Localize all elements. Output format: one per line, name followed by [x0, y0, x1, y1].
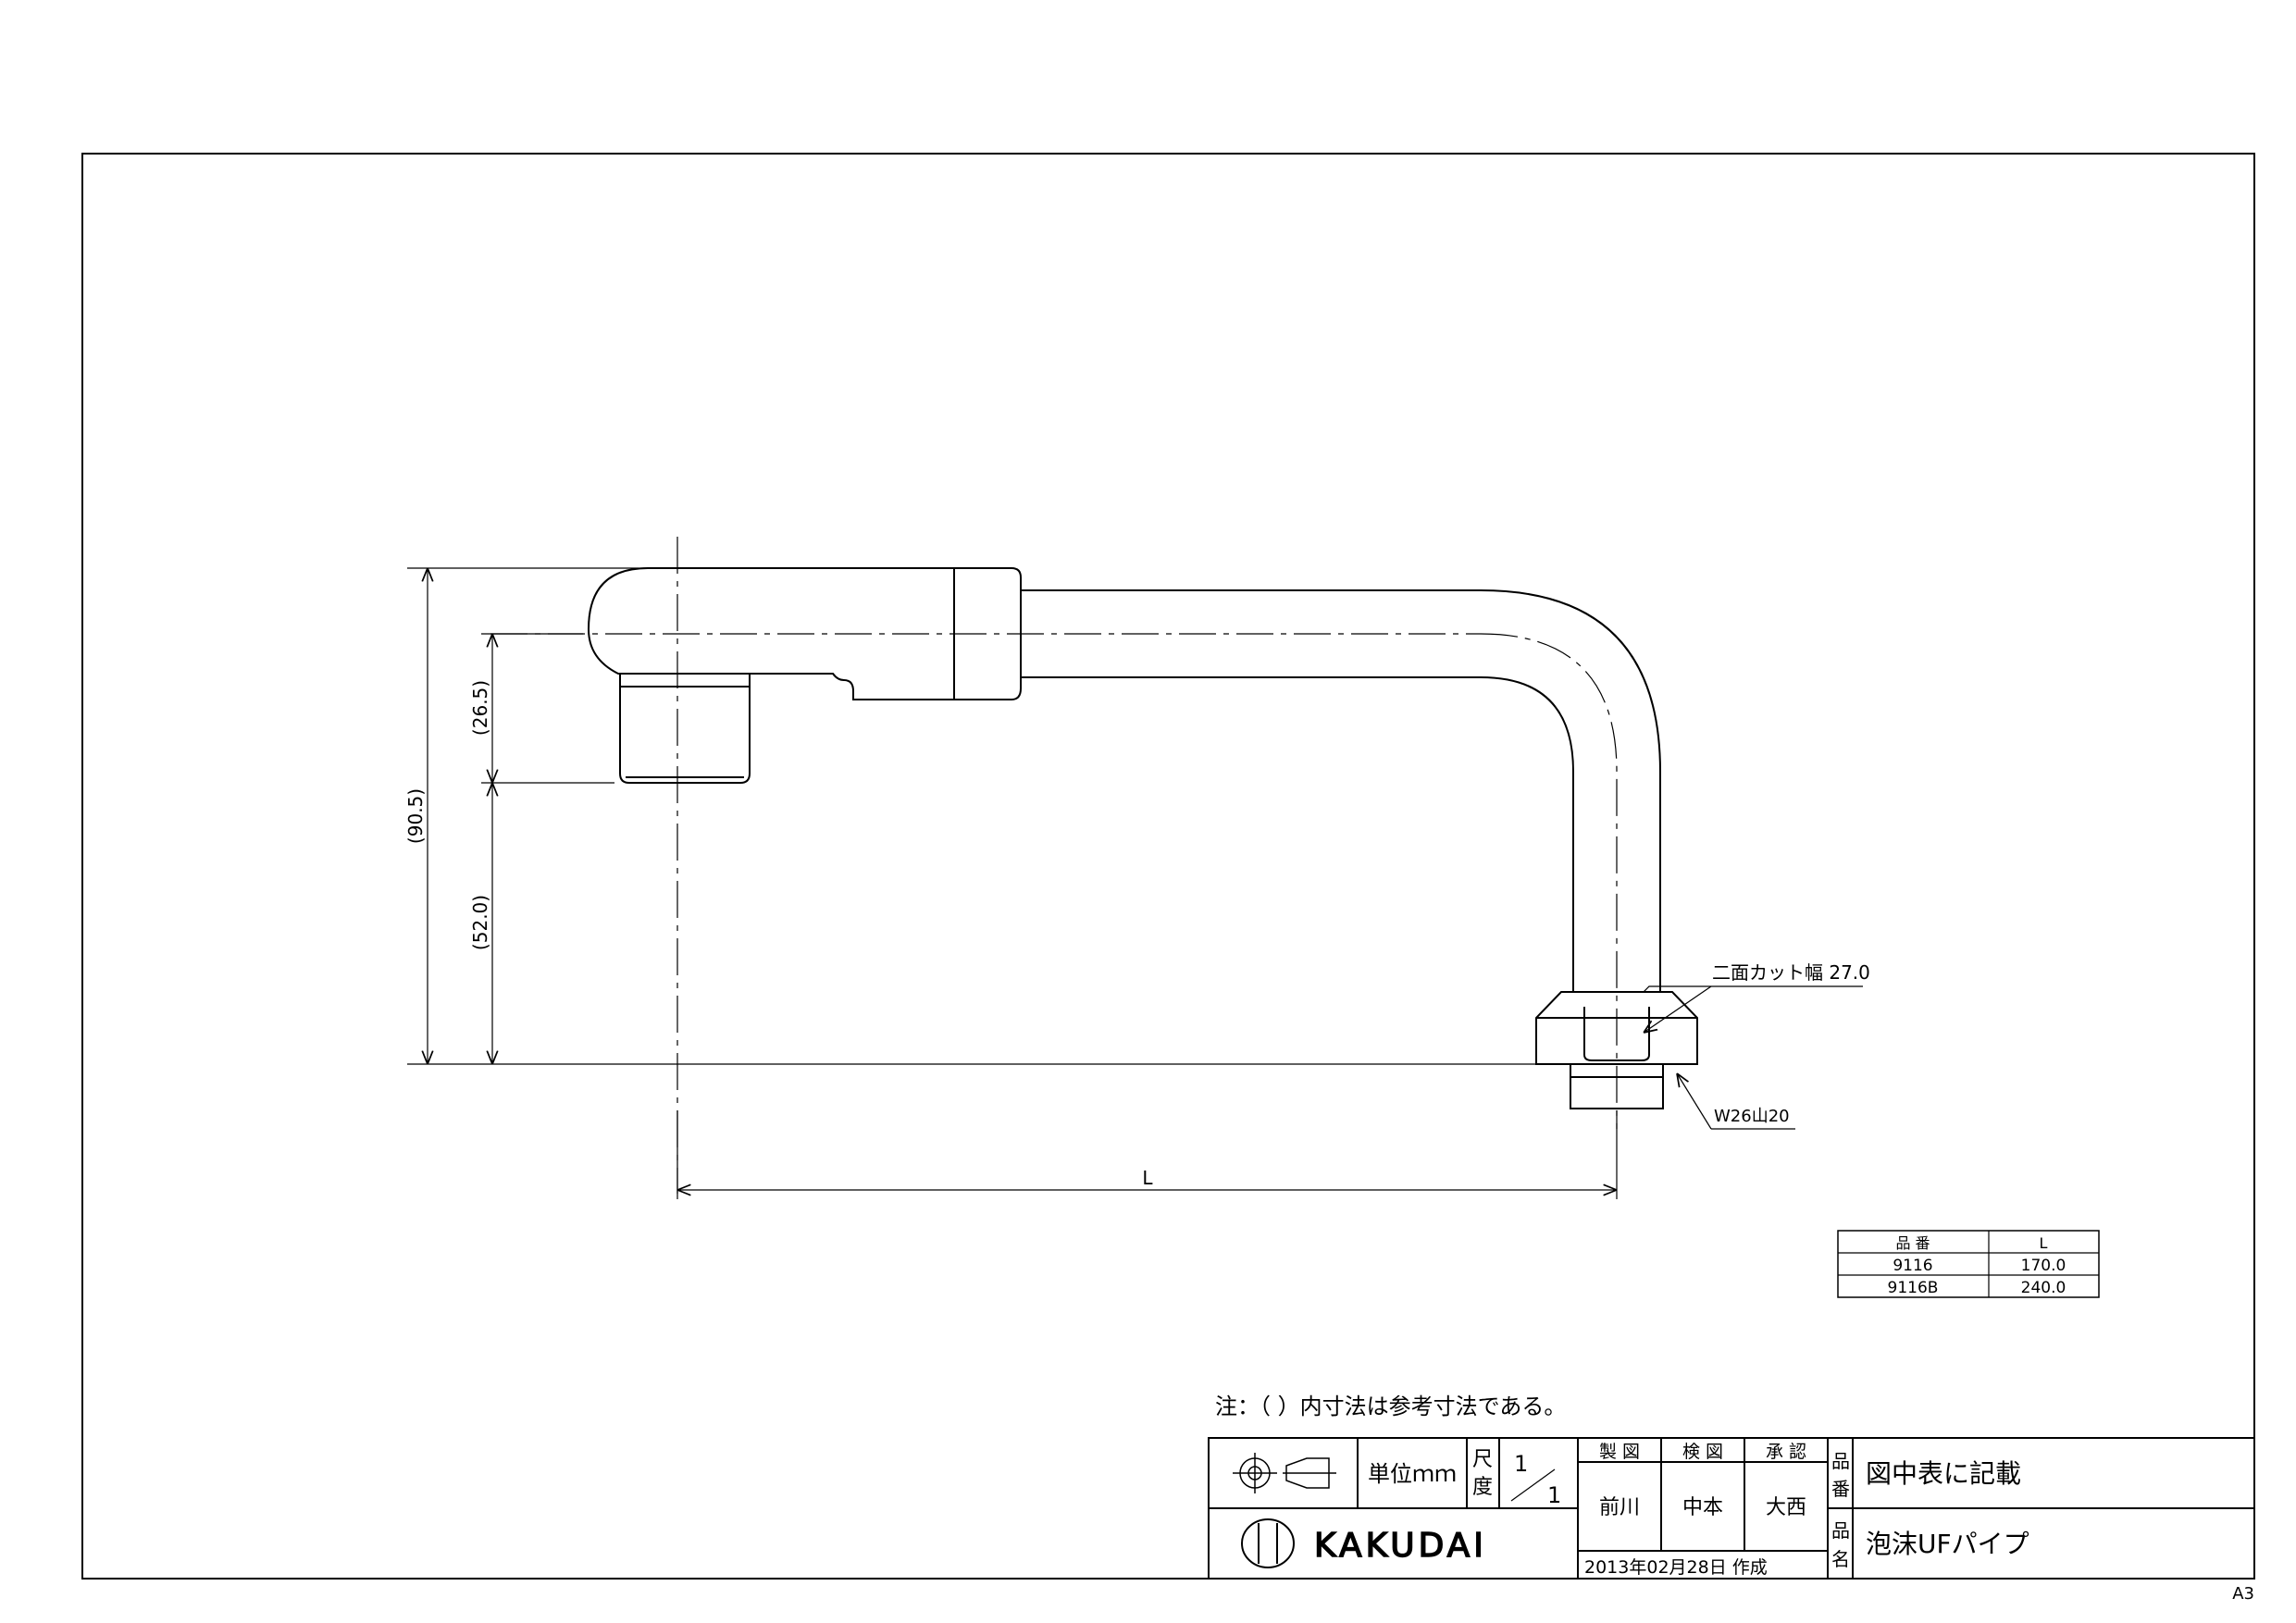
dim-lower-height: (52.0) — [469, 895, 491, 950]
name-checked: 中本 — [1682, 1496, 1723, 1519]
scale-label: 尺 — [1472, 1448, 1493, 1471]
unit-label: 単位ｍｍ — [1368, 1461, 1457, 1487]
dim-length: L — [1142, 1167, 1153, 1189]
third-angle-projection-icon — [1233, 1453, 1336, 1493]
role-checked: 検 図 — [1682, 1442, 1723, 1462]
table-cell: 240.0 — [2021, 1279, 2066, 1297]
dim-overall-height: (90.5) — [404, 788, 427, 844]
reference-note: 注：（ ）内寸法は参考寸法である。 — [1215, 1394, 1566, 1419]
kakudai-logo — [1241, 1518, 1295, 1568]
logo-text: KAKUDAI — [1314, 1527, 1487, 1565]
thread-stub — [1570, 1063, 1664, 1109]
part-name-label: 名 — [1831, 1548, 1850, 1570]
part-no-label: 番 — [1831, 1478, 1850, 1500]
centerlines — [490, 537, 1618, 1194]
role-drafted: 製 図 — [1599, 1442, 1640, 1462]
aerator-nozzle — [619, 674, 751, 784]
title-block — [1208, 1437, 2255, 1580]
creation-date: 2013年02月28日 作成 — [1584, 1557, 1768, 1578]
spout-drawing — [587, 567, 1698, 1109]
callout-flat-width: 二面カット幅 27.0 — [1712, 961, 1870, 984]
table-cell: 9116 — [1893, 1257, 1932, 1275]
role-approved: 承 認 — [1766, 1442, 1806, 1462]
part-no-label: 品 — [1831, 1450, 1850, 1472]
pipe-inner — [1021, 676, 1574, 992]
leaders — [1644, 985, 1863, 1130]
table-header-part: 品 番 — [1895, 1234, 1930, 1252]
spout-head — [587, 567, 1022, 700]
table-cell: 170.0 — [2021, 1257, 2066, 1275]
sheet-size: A3 — [2232, 1584, 2254, 1604]
name-approved: 大西 — [1766, 1496, 1806, 1519]
length-table: 品 番 L 9116 170.0 9116B 240.0 — [1837, 1230, 2100, 1298]
table-header-l: L — [2040, 1234, 2048, 1252]
table-cell: 9116B — [1888, 1279, 1939, 1297]
part-name-value: 泡沫UFパイプ — [1866, 1529, 2029, 1559]
callout-thread: W26山20 — [1714, 1107, 1790, 1126]
pipe-outer — [1021, 589, 1661, 992]
name-drafted: 前川 — [1599, 1496, 1640, 1519]
scale-numerator: 1 — [1514, 1451, 1528, 1477]
part-name-label: 品 — [1831, 1519, 1850, 1542]
extension-lines — [407, 567, 1618, 1199]
scale-denominator: 1 — [1547, 1482, 1561, 1508]
dim-upper-height: (26.5) — [469, 680, 491, 736]
hex-flat — [1583, 1007, 1650, 1061]
sheet-border — [81, 153, 2255, 1580]
scale-label: 度 — [1472, 1476, 1493, 1499]
part-no-value: 図中表に記載 — [1866, 1458, 2021, 1489]
dimension-lines — [428, 568, 1617, 1190]
